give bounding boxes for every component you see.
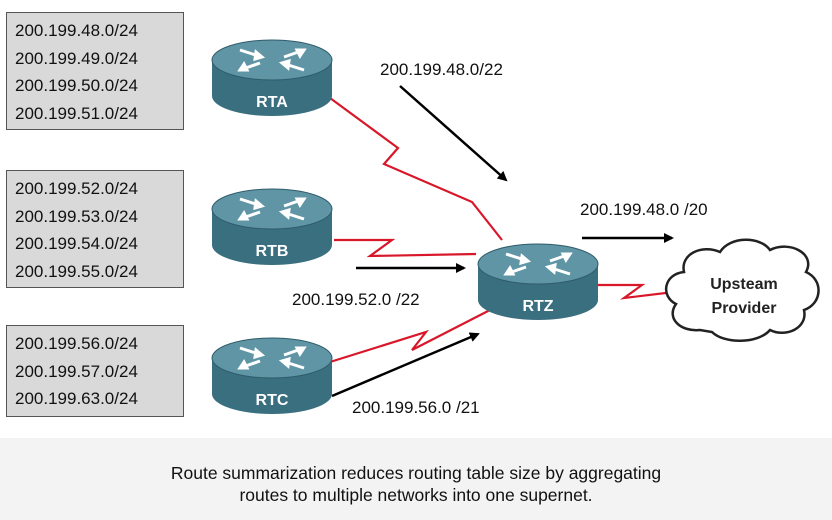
router-rtb: RTB [210,187,334,267]
network-entry: 200.199.55.0/24 [15,261,138,281]
network-entry: 200.199.53.0/24 [15,206,138,226]
network-entry: 200.199.57.0/24 [15,361,138,381]
network-entry: 200.199.63.0/24 [15,389,138,408]
network-entry: 200.199.48.0/24 [15,21,138,40]
diagram-caption: Route summarization reduces routing tabl… [0,462,832,506]
network-list-rta: 200.199.48.0/24 200.199.49.0/24 200.199.… [6,12,184,130]
router-rtc-label: RTC [256,392,289,409]
cloud-label-line2: Provider [712,300,777,317]
router-rtz: RTZ [476,242,600,322]
router-rtz-label: RTZ [522,298,553,315]
router-rtb-label: RTB [256,243,289,260]
link-rtz-provider [596,283,675,300]
network-entry: 200.199.52.0/24 [15,179,138,198]
link-rta-rtz [329,97,503,241]
network-diagram: RTA RTB RTC RTZ Upsteam Provider [210,38,820,416]
network-entry: 200.199.49.0/24 [15,48,138,68]
caption-background [0,438,832,520]
caption-line1: Route summarization reduces routing tabl… [170,463,662,483]
summary-label-rtc: 200.199.56.0 /21 [352,398,480,417]
router-rta: RTA [210,38,334,118]
link-rtc-rtz [329,309,491,364]
link-rtb-rtz [334,238,477,258]
network-entry: 200.199.51.0/24 [15,103,138,123]
router-rta-label: RTA [256,94,288,111]
upstream-provider-cloud-icon: Upsteam Provider [664,238,820,342]
cloud-label-line1: Upsteam [710,276,778,293]
network-entry: 200.199.56.0/24 [15,334,138,353]
network-entry: 200.199.50.0/24 [15,76,138,95]
network-list-rtb: 200.199.52.0/24 200.199.53.0/24 200.199.… [6,170,184,288]
summary-label-rtb: 200.199.52.0 /22 [292,290,420,309]
summary-arrow-rtc [331,332,480,398]
caption-line2: routes to multiple networks into one sup… [239,485,593,505]
summary-arrow-rta [399,85,508,182]
network-list-rtc: 200.199.56.0/24 200.199.57.0/24 200.199.… [6,325,184,417]
summary-label-rtz: 200.199.48.0 /20 [580,200,708,219]
network-entry: 200.199.54.0/24 [15,234,138,253]
router-rtc: RTC [210,336,334,416]
summary-label-rta: 200.199.48.0/22 [380,60,503,79]
